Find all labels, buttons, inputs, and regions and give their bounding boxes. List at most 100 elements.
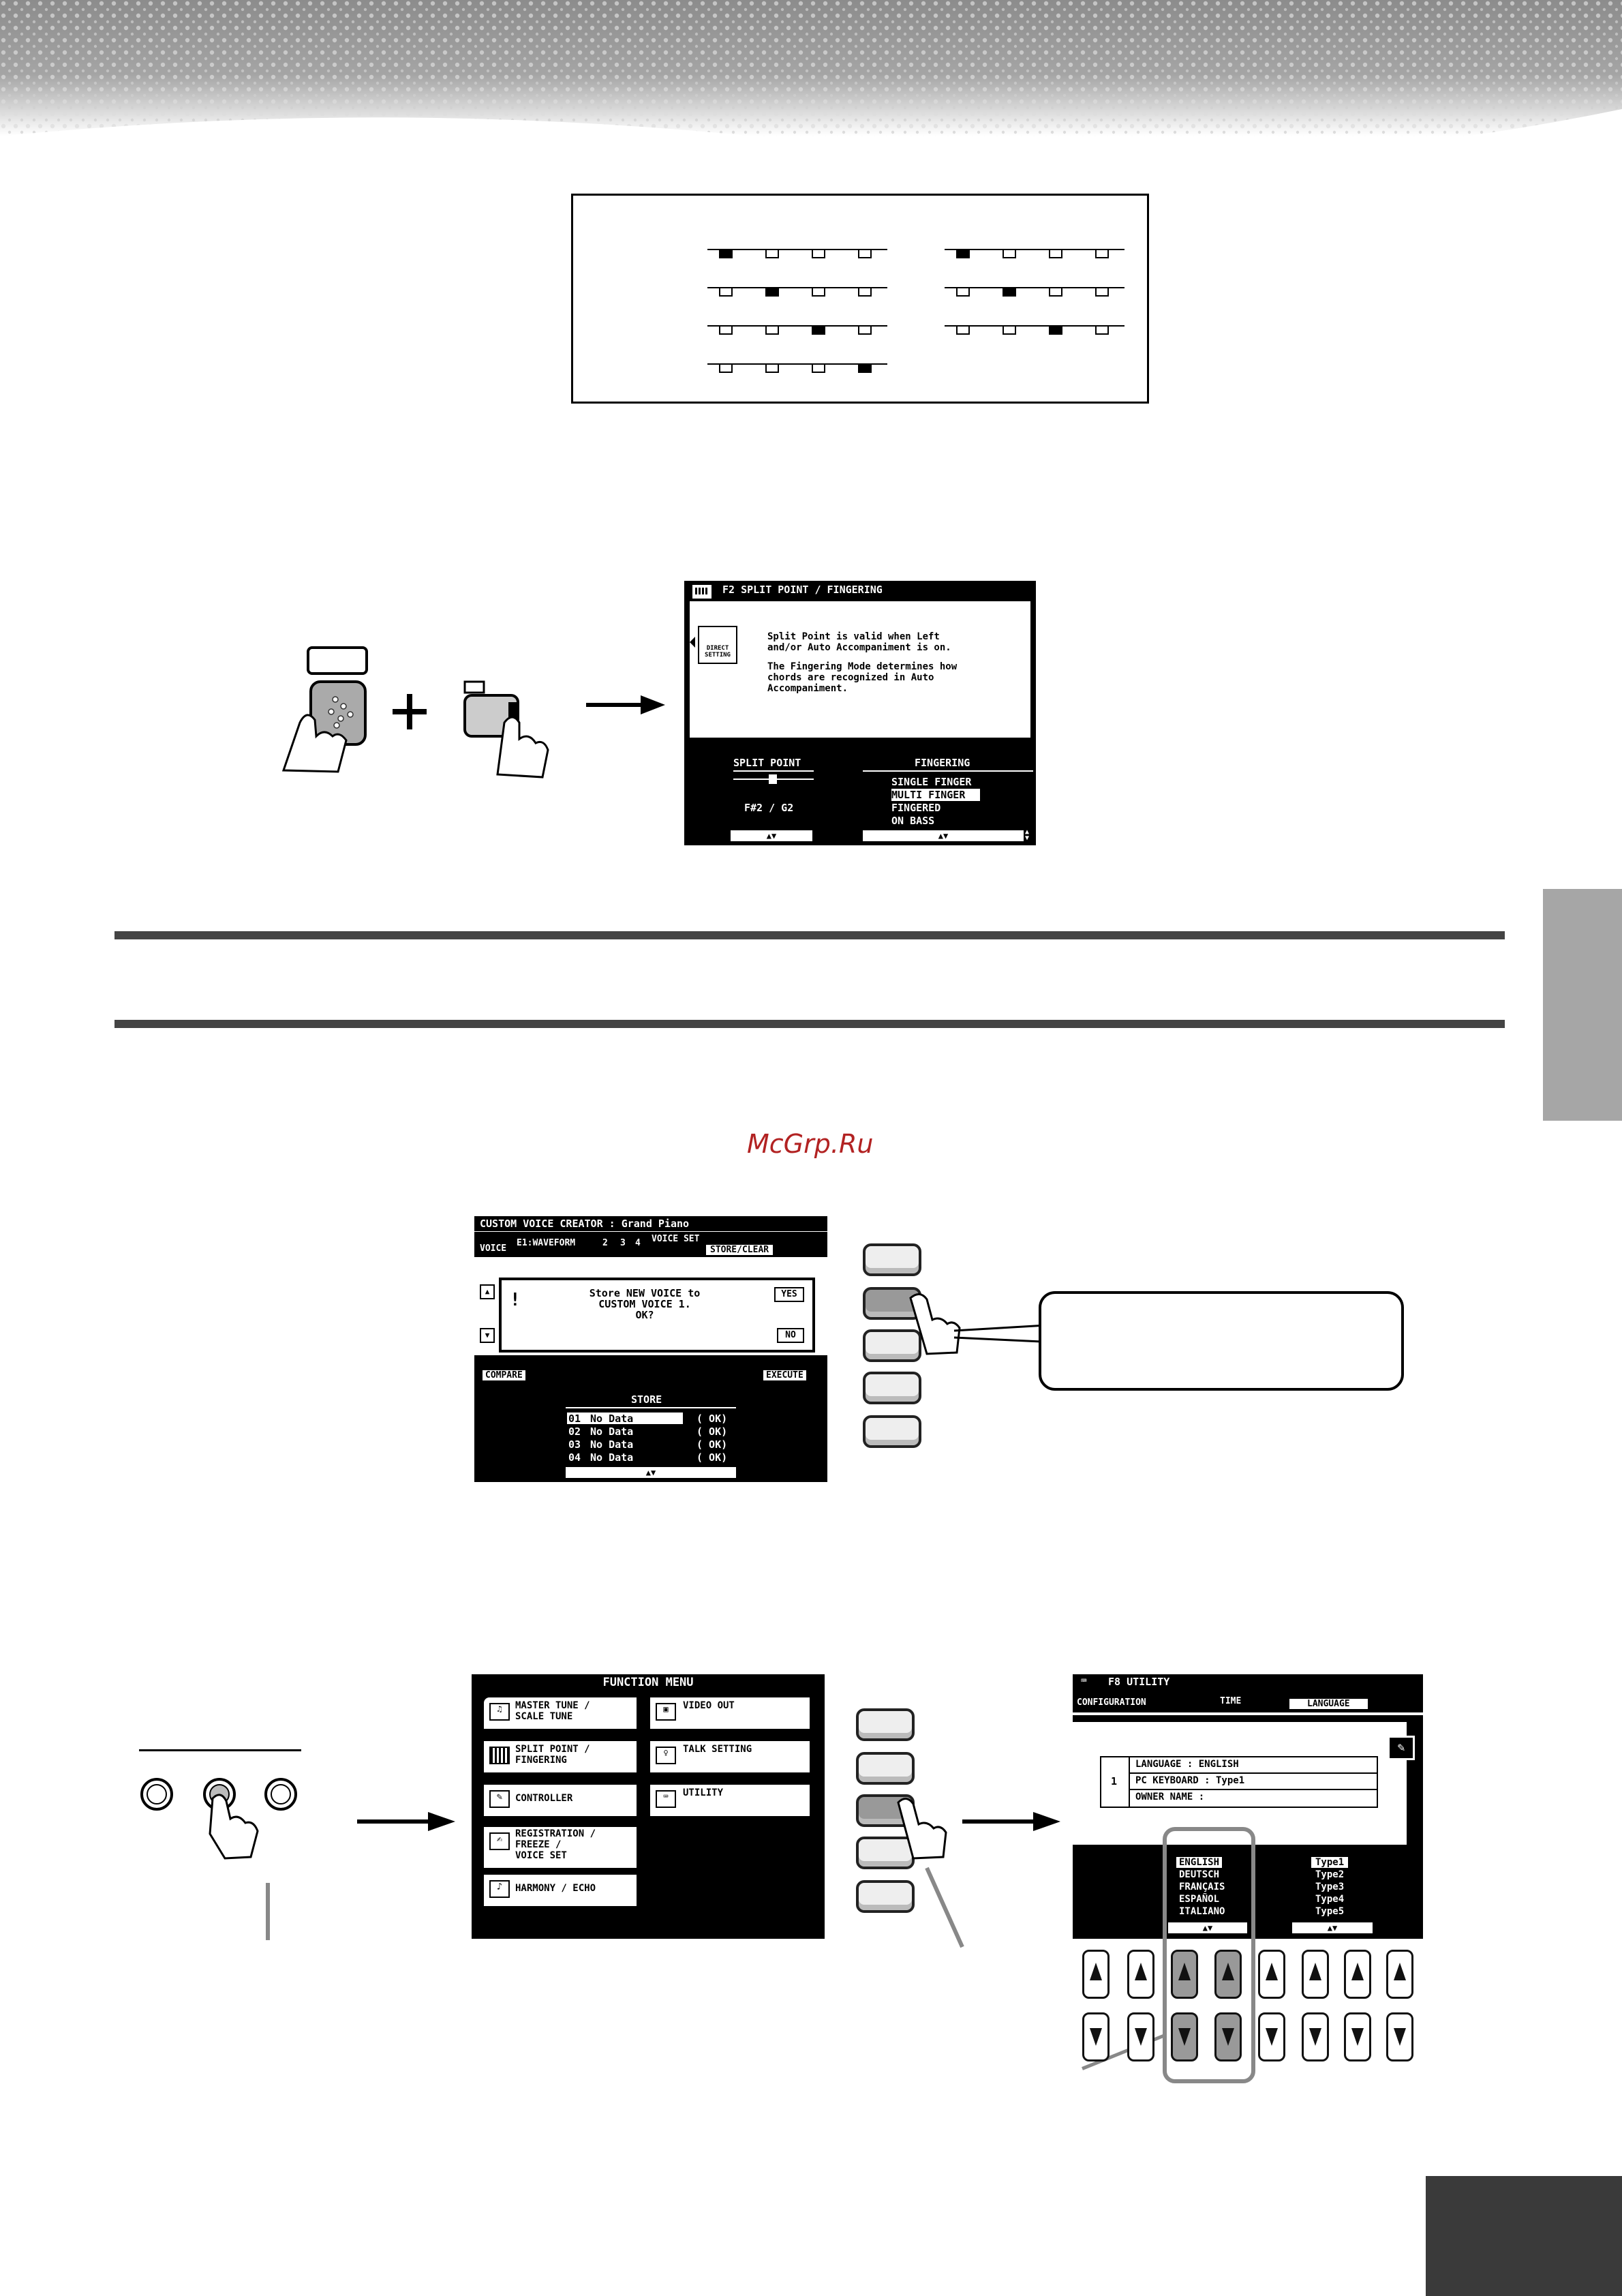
compare-button[interactable]: COMPARE (483, 1370, 525, 1380)
up-button-1[interactable] (1082, 1950, 1110, 1999)
up-button-4[interactable] (1214, 1950, 1242, 1999)
down-button-5[interactable] (1258, 2012, 1285, 2061)
fingering-option-2[interactable]: MULTI FINGER (891, 789, 981, 801)
store-row-3-ok: ( OK) (697, 1438, 728, 1451)
pc-keyboard-updown-bar[interactable]: ▲▼ (1292, 1922, 1373, 1933)
down-button-6[interactable] (1302, 2012, 1329, 2061)
pc-keyboard-header: PC KEYBOARD (1295, 1837, 1358, 1847)
language-option-4[interactable]: ESPAÑOL (1179, 1894, 1220, 1905)
split-info-line1: Split Point is valid when Left (767, 631, 940, 642)
tab-configuration[interactable]: CONFIGURATION (1077, 1697, 1146, 1708)
harmony-icon: ♪ (489, 1880, 510, 1898)
split-point-updown-bar[interactable]: ▲▼ (731, 830, 812, 841)
down-button-3[interactable] (1171, 2012, 1198, 2061)
language-option-5[interactable]: ITALIANO (1179, 1906, 1225, 1917)
tab-3[interactable]: 3 (620, 1238, 626, 1248)
controller-icon: ✎ (489, 1790, 510, 1808)
menu-master-tune[interactable]: ♫ MASTER TUNE / SCALE TUNE (484, 1697, 637, 1729)
language-option-2[interactable]: DEUTSCH (1179, 1869, 1220, 1880)
store-row-2[interactable]: 02 No Data ( OK) (567, 1425, 737, 1438)
up-button-5[interactable] (1258, 1950, 1285, 1999)
type-option-1[interactable]: Type1 (1311, 1857, 1349, 1868)
tab-store-clear[interactable]: STORE/CLEAR (706, 1245, 774, 1255)
type-option-5[interactable]: Type5 (1315, 1906, 1345, 1917)
store-row-4[interactable]: 04 No Data ( OK) (567, 1451, 737, 1464)
lcd-side-button-e[interactable] (863, 1415, 921, 1448)
lcd-side-button-c[interactable] (863, 1329, 921, 1362)
fm-side-button-b[interactable] (856, 1752, 915, 1785)
up-button-7[interactable] (1344, 1950, 1371, 1999)
utility-owner-row[interactable]: OWNER NAME : (1135, 1792, 1205, 1802)
down-button-2[interactable] (1127, 2012, 1154, 2061)
tab-voice-set[interactable]: VOICE SET (652, 1234, 700, 1244)
panel-buttons-illustration (140, 1778, 297, 1860)
language-option-3[interactable]: FRANÇAIS (1179, 1882, 1225, 1892)
fingering-updown-bar[interactable]: ▲▼ (863, 830, 1024, 841)
yes-button[interactable]: YES (774, 1287, 804, 1302)
up-button-6[interactable] (1302, 1950, 1329, 1999)
store-row-3-name: No Data (590, 1438, 634, 1451)
fingering-option-4[interactable]: ON BASS (891, 815, 935, 827)
master-tune-icon: ♫ (489, 1703, 510, 1721)
down-button-1[interactable] (1082, 2012, 1110, 2061)
store-header: STORE (631, 1393, 662, 1406)
tab-2[interactable]: 2 (602, 1238, 608, 1248)
edit-icon[interactable]: ✎ (1388, 1736, 1415, 1760)
tab-waveform[interactable]: E1:WAVEFORM (517, 1238, 576, 1248)
utility-language-row[interactable]: LANGUAGE : ENGLISH (1135, 1759, 1239, 1770)
left-pointer-icon (690, 637, 695, 648)
type-option-3[interactable]: Type3 (1315, 1882, 1345, 1892)
video-out-label: VIDEO OUT (683, 1700, 735, 1711)
menu-harmony-echo[interactable]: ♪ HARMONY / ECHO (484, 1875, 637, 1906)
store-row-1-ok: ( OK) (697, 1413, 728, 1425)
no-button[interactable]: NO (777, 1328, 804, 1343)
store-row-3[interactable]: 03 No Data ( OK) (567, 1438, 737, 1451)
menu-talk-setting[interactable]: ♀ TALK SETTING (650, 1741, 810, 1772)
language-updown-bar[interactable]: ▲▼ (1168, 1922, 1247, 1933)
type-option-2[interactable]: Type2 (1315, 1869, 1345, 1880)
panel-pointer-line (266, 1883, 270, 1940)
tab-language[interactable]: LANGUAGE (1289, 1699, 1368, 1709)
function-menu-screen: FUNCTION MENU ♫ MASTER TUNE / SCALE TUNE… (472, 1674, 825, 1939)
menu-video-out[interactable]: ▣ VIDEO OUT (650, 1697, 810, 1729)
execute-button[interactable]: EXECUTE (763, 1370, 806, 1380)
menu-registration[interactable]: ✍ REGISTRATION / FREEZE / VOICE SET (484, 1827, 637, 1868)
up-button-3[interactable] (1171, 1950, 1198, 1999)
button-combo-illustration (281, 646, 549, 779)
fingering-option-1[interactable]: SINGLE FINGER (891, 776, 972, 788)
fm-side-button-a[interactable] (856, 1708, 915, 1741)
store-updown-bar[interactable]: ▲▼ (566, 1467, 736, 1478)
up-button-8[interactable] (1386, 1950, 1413, 1999)
down-button-8[interactable] (1386, 2012, 1413, 2061)
talk-setting-label: TALK SETTING (683, 1744, 752, 1755)
harmony-line1: HARMONY / ECHO (515, 1883, 596, 1894)
split-screen-icon (692, 585, 711, 599)
down-button-7[interactable] (1344, 2012, 1371, 2061)
down-button-4[interactable] (1214, 2012, 1242, 2061)
utility-pc-keyboard-row[interactable]: PC KEYBOARD : Type1 (1135, 1775, 1245, 1786)
split-point-slider-thumb[interactable] (769, 774, 777, 784)
utility-icon: ⌨ (656, 1790, 676, 1808)
menu-controller[interactable]: ✎ CONTROLLER (484, 1785, 637, 1816)
up-button-2[interactable] (1127, 1950, 1154, 1999)
fm-side-button-e[interactable] (856, 1880, 915, 1913)
key-indicator-diagram (707, 249, 1124, 373)
menu-split-point[interactable]: SPLIT POINT / FINGERING (484, 1741, 637, 1772)
tab-4[interactable]: 4 (635, 1238, 641, 1248)
fingering-option-3[interactable]: FINGERED (891, 802, 941, 814)
scroll-up-icon[interactable]: ▲ (480, 1284, 495, 1299)
tab-voice[interactable]: VOICE (480, 1243, 507, 1254)
lcd-side-button-d[interactable] (863, 1372, 921, 1404)
controller-line1: CONTROLLER (515, 1793, 573, 1804)
fm-side-button-d[interactable] (856, 1837, 915, 1869)
lcd-side-button-a[interactable] (863, 1243, 921, 1276)
store-row-1[interactable]: 01 No Data ( OK) (567, 1413, 737, 1425)
fingering-header: FINGERING (915, 757, 970, 769)
tab-time[interactable]: TIME (1220, 1696, 1242, 1706)
arrow-to-utility (962, 1812, 1060, 1831)
scroll-down-icon[interactable]: ▼ (480, 1328, 495, 1343)
language-option-1[interactable]: ENGLISH (1176, 1857, 1223, 1868)
type-option-4[interactable]: Type4 (1315, 1894, 1345, 1905)
section-rule-bottom (114, 1020, 1505, 1028)
menu-utility[interactable]: ⌨ UTILITY (650, 1785, 810, 1816)
